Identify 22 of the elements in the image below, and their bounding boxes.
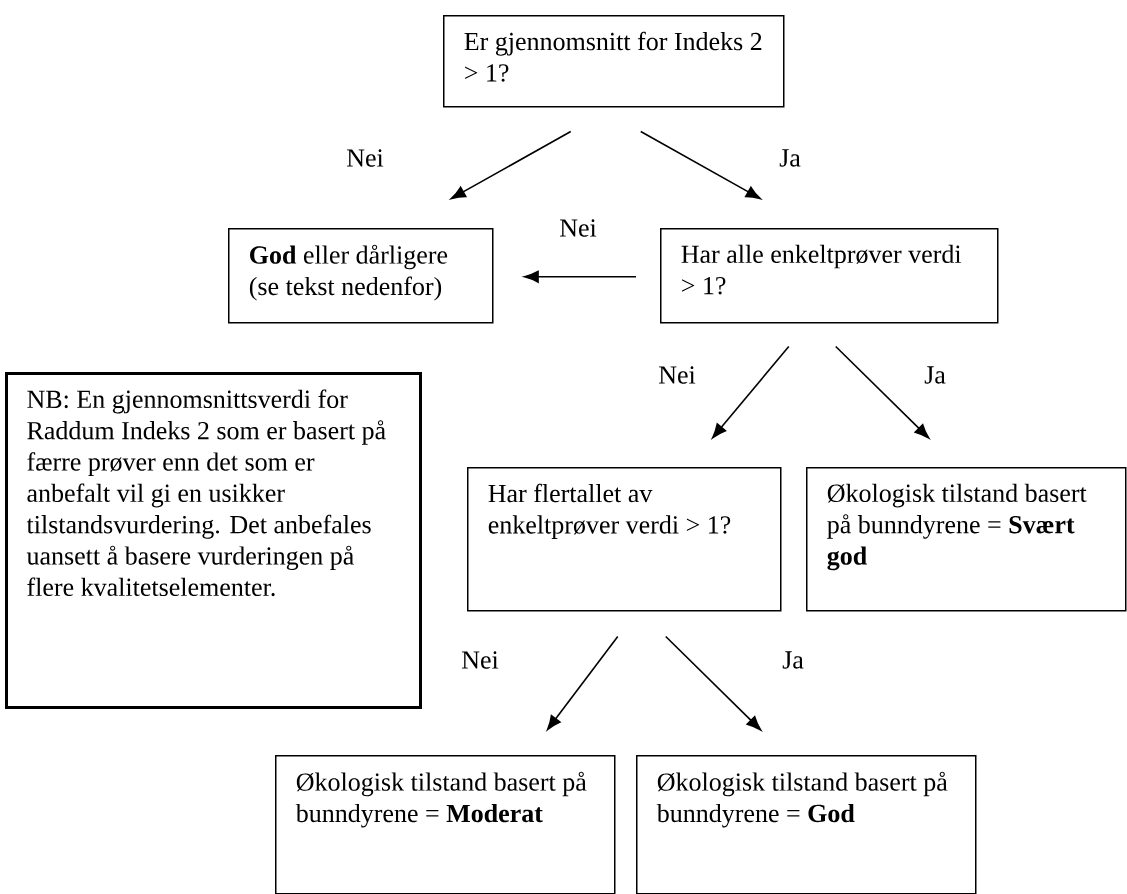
arrow xyxy=(546,635,619,731)
question-box: Har alle enkeltprøver verdi > 1? xyxy=(660,228,999,324)
arrow xyxy=(450,130,572,200)
edge-label: Ja xyxy=(779,648,807,672)
arrow xyxy=(664,635,762,731)
arrow xyxy=(712,345,790,439)
question-box: Har flertallet av enkeltprøver verdi > 1? xyxy=(467,467,782,612)
edge-label: Nei xyxy=(343,146,387,170)
result-box: Økologisk tilstand basert på bunndyrene = Moderat xyxy=(275,755,616,894)
edge-label: Ja xyxy=(921,363,949,387)
edge-label: Nei xyxy=(556,216,600,240)
result-box: Økologisk tilstand basert på bunndyrene = God xyxy=(636,755,977,894)
edge-label: Nei xyxy=(655,363,699,387)
edge-label: Nei xyxy=(458,648,502,672)
edge-label: Ja xyxy=(776,146,804,170)
arrow xyxy=(523,270,637,283)
note-box: NB: En gjennomsnittsverdi for Raddum Indeks 2 som er basert på færre prøver enn det som er anbefalt vil gi en usikker tilstandsvurdering. Det anbefales uansett å basere vurderingen på flere kvalitetselementer. xyxy=(5,372,422,709)
result-box: God eller dårligere (se tekst nedenfor) xyxy=(228,228,494,324)
arrow xyxy=(639,130,761,200)
result-box: Økologisk tilstand basert på bunndyrene = Svært god xyxy=(806,467,1127,612)
arrow xyxy=(834,345,930,439)
question-box: Er gjennomsnitt for Indeks 2 > 1? xyxy=(443,15,785,108)
